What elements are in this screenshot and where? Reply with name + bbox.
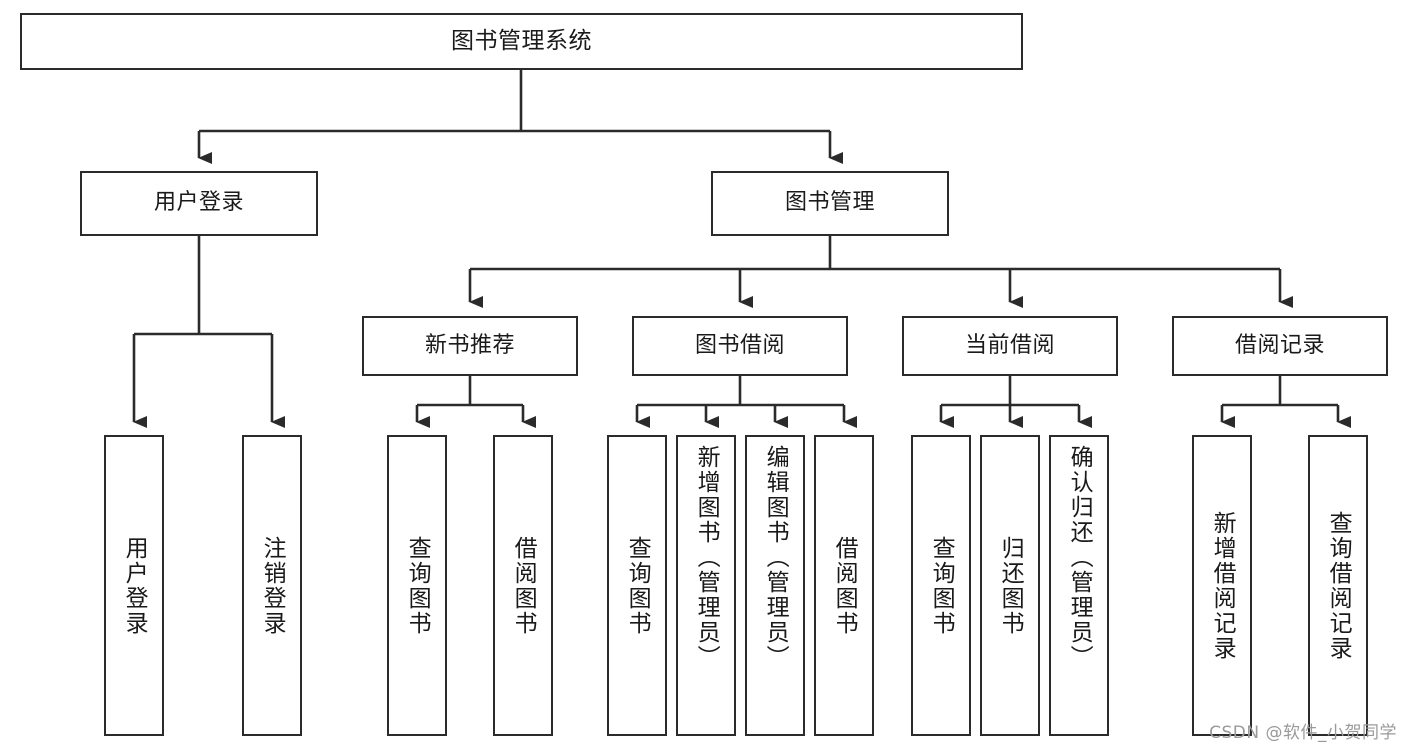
leaf-new-book-borrow-label: 借阅图书 — [510, 535, 537, 636]
leaf-new-book-query-label: 查询图书 — [404, 535, 431, 636]
leaf-current-borrow-confirm-return-label: 确认归还（管理员） — [1066, 445, 1093, 670]
leaf-book-borrow-add[interactable]: 新增图书（管理员） — [676, 435, 736, 736]
leaf-user-login-login-label: 用户登录 — [121, 535, 148, 636]
node-book-borrow-label: 图书借阅 — [694, 332, 785, 358]
node-borrow-record-label: 借阅记录 — [1234, 332, 1325, 358]
leaf-user-login-logout[interactable]: 注销登录 — [242, 435, 302, 736]
node-current-borrow-label: 当前借阅 — [964, 332, 1055, 358]
leaf-borrow-record-add-label: 新增借阅记录 — [1209, 510, 1236, 661]
leaf-user-login-login[interactable]: 用户登录 — [104, 435, 164, 736]
leaf-book-borrow-edit[interactable]: 编辑图书（管理员） — [745, 435, 805, 736]
leaf-current-borrow-confirm-return[interactable]: 确认归还（管理员） — [1049, 435, 1109, 736]
leaf-current-borrow-return[interactable]: 归还图书 — [980, 435, 1040, 736]
node-current-borrow[interactable]: 当前借阅 — [902, 316, 1118, 376]
node-book-management-label: 图书管理 — [784, 190, 875, 216]
node-new-book-recommend-label: 新书推荐 — [424, 332, 515, 358]
leaf-borrow-record-query[interactable]: 查询借阅记录 — [1308, 435, 1368, 736]
node-new-book-recommend[interactable]: 新书推荐 — [362, 316, 578, 376]
leaf-book-borrow-query[interactable]: 查询图书 — [607, 435, 667, 736]
node-borrow-record[interactable]: 借阅记录 — [1172, 316, 1388, 376]
node-root-book-management-system[interactable]: 图书管理系统 — [20, 13, 1023, 70]
node-book-management[interactable]: 图书管理 — [711, 171, 949, 236]
leaf-borrow-record-query-label: 查询借阅记录 — [1325, 510, 1352, 661]
leaf-current-borrow-return-label: 归还图书 — [997, 535, 1024, 636]
leaf-book-borrow-borrow[interactable]: 借阅图书 — [814, 435, 874, 736]
leaf-new-book-query[interactable]: 查询图书 — [387, 435, 447, 736]
node-user-login[interactable]: 用户登录 — [80, 171, 318, 236]
node-root-label: 图书管理系统 — [451, 27, 592, 54]
leaf-book-borrow-borrow-label: 借阅图书 — [831, 535, 858, 636]
node-book-borrow[interactable]: 图书借阅 — [632, 316, 848, 376]
leaf-user-login-logout-label: 注销登录 — [259, 535, 286, 636]
leaf-book-borrow-add-label: 新增图书（管理员） — [693, 445, 720, 670]
watermark-text: CSDN @软件_小贺同学 — [1209, 723, 1397, 743]
leaf-book-borrow-edit-label: 编辑图书（管理员） — [762, 445, 789, 670]
leaf-current-borrow-query[interactable]: 查询图书 — [911, 435, 971, 736]
leaf-new-book-borrow[interactable]: 借阅图书 — [493, 435, 553, 736]
leaf-borrow-record-add[interactable]: 新增借阅记录 — [1192, 435, 1252, 736]
node-user-login-label: 用户登录 — [153, 190, 244, 216]
leaf-current-borrow-query-label: 查询图书 — [928, 535, 955, 636]
leaf-book-borrow-query-label: 查询图书 — [624, 535, 651, 636]
